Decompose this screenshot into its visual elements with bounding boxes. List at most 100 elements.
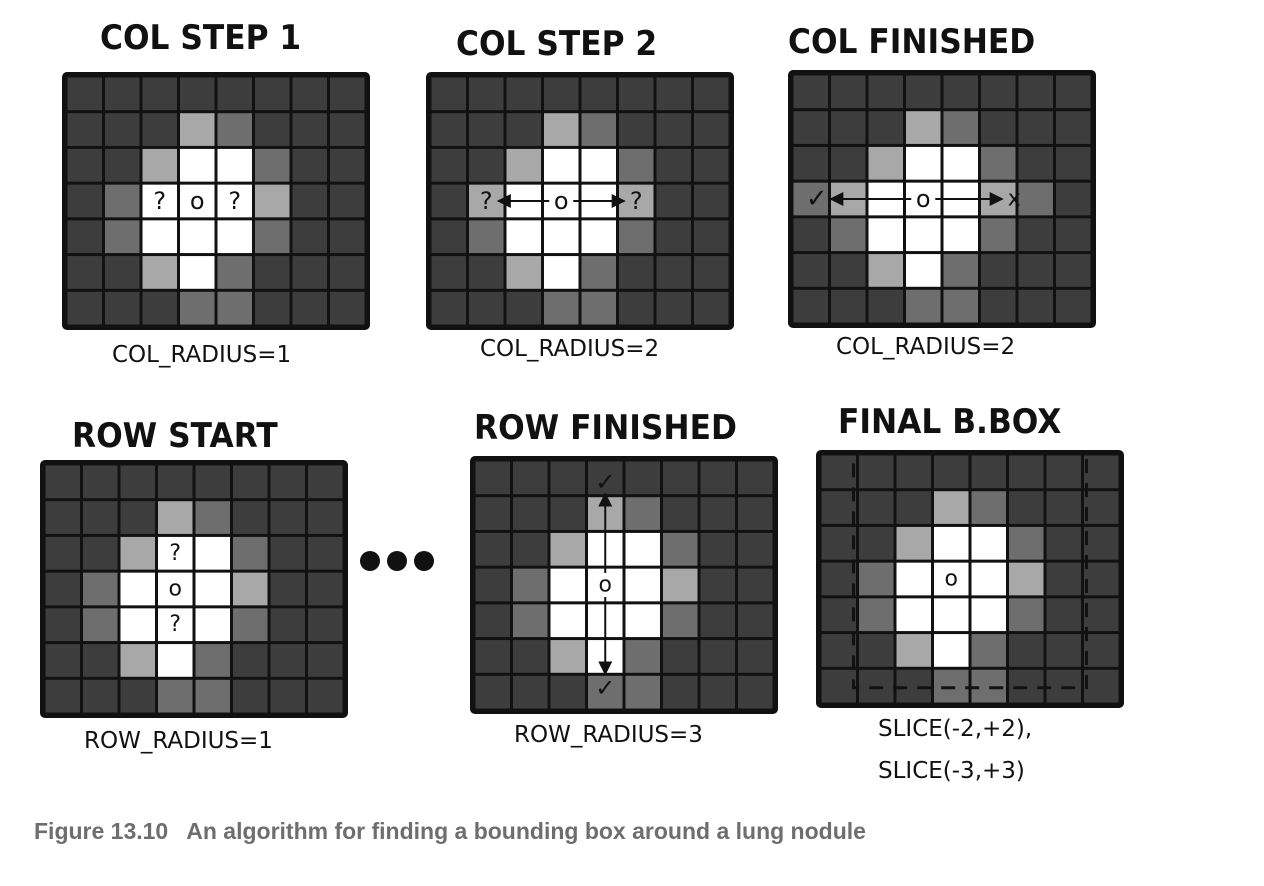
grid-cell — [105, 148, 140, 182]
grid-cell — [233, 536, 268, 570]
grid-cell — [217, 256, 252, 289]
panel-title-row-start: ROW START — [72, 416, 278, 456]
panel-row-finished: ✓o✓ — [470, 456, 778, 714]
grid-cell — [1056, 218, 1091, 252]
grid-cell — [180, 148, 215, 182]
grid-cell — [195, 572, 230, 606]
grid-cell — [506, 220, 541, 254]
grid-cell — [1009, 634, 1044, 667]
center-marker: o — [916, 185, 931, 213]
grid-cell — [1009, 455, 1044, 489]
grid-cell — [934, 562, 969, 596]
grid-cell — [868, 289, 903, 323]
grid-cell — [308, 679, 343, 713]
grid-cell — [195, 644, 230, 677]
grid-cell — [217, 77, 252, 111]
grid-cell — [180, 184, 215, 218]
grid-cell — [475, 640, 510, 673]
panel-title-col-step-2: COL STEP 2 — [456, 24, 658, 64]
grid-cell — [625, 675, 660, 709]
grid-cell — [120, 536, 155, 570]
grid-cell — [475, 497, 510, 530]
grid-cell — [550, 604, 585, 638]
grid-cell — [1056, 146, 1091, 180]
grid-cell — [270, 608, 305, 642]
grid-cell — [1009, 526, 1044, 560]
grid-cell — [700, 461, 735, 495]
panel-subtitle-final-line1: SLICE(-2,+2), — [878, 716, 1033, 742]
grid-cell — [544, 148, 579, 182]
panel-title-row-finished: ROW FINISHED — [474, 408, 737, 448]
grid-cell — [859, 455, 894, 489]
grid-cell — [105, 184, 140, 218]
grid-cell — [934, 598, 969, 632]
grid-cell — [292, 256, 327, 289]
grid-cell — [270, 679, 305, 713]
grid-cell — [544, 113, 579, 146]
grid-cell — [67, 256, 102, 289]
grid-cell — [694, 113, 729, 146]
panel-subtitle-row-start: ROW_RADIUS=1 — [84, 728, 273, 754]
grid-cell — [656, 113, 691, 146]
grid-cell — [1084, 491, 1119, 524]
grid-cell — [868, 254, 903, 287]
grid-cell — [1009, 562, 1044, 596]
grid-cell — [700, 640, 735, 673]
grid-cell — [1084, 634, 1119, 667]
grid-cell — [142, 184, 177, 218]
grid-cell — [513, 497, 548, 530]
grid-cell — [513, 568, 548, 602]
grid-cell — [233, 679, 268, 713]
grid-cell — [270, 536, 305, 570]
grid-cell — [330, 256, 365, 289]
grid-cell — [292, 77, 327, 111]
grid-cell — [195, 536, 230, 570]
grid-cell — [475, 604, 510, 638]
grid-cell — [45, 608, 80, 642]
grid-cell — [793, 146, 828, 180]
grid-cell — [934, 634, 969, 667]
center-marker: o — [190, 187, 205, 215]
grid-cell — [45, 644, 80, 677]
grid-cell — [544, 77, 579, 111]
grid-cell — [971, 562, 1006, 596]
grid-cell — [513, 640, 548, 673]
grid-cell — [233, 465, 268, 499]
grid-cell — [45, 679, 80, 713]
grid-cell — [896, 526, 931, 560]
grid-cell — [233, 644, 268, 677]
grid-cell — [180, 77, 215, 111]
grid-cell — [1084, 669, 1119, 703]
grid-cell — [180, 291, 215, 325]
grid-cell — [656, 256, 691, 289]
grid-cell — [906, 289, 941, 323]
grid-cell — [588, 675, 623, 709]
grid-cell — [217, 291, 252, 325]
grid-cell — [330, 220, 365, 254]
grid-cell — [831, 146, 866, 180]
center-marker: o — [599, 573, 612, 598]
grid-cell — [142, 220, 177, 254]
grid-cell — [896, 634, 931, 667]
grid-cell — [981, 146, 1016, 180]
grid-cell — [544, 220, 579, 254]
grid-cell — [656, 220, 691, 254]
grid-cell — [255, 77, 290, 111]
grid-cell — [981, 254, 1016, 287]
grid-cell — [105, 256, 140, 289]
grid-cell — [142, 256, 177, 289]
grid-cell — [142, 113, 177, 146]
grid-cell — [619, 256, 654, 289]
grid-cell — [142, 291, 177, 325]
grid-cell — [513, 675, 548, 709]
grid-cell — [431, 113, 466, 146]
question-mark: ? — [228, 187, 241, 215]
grid-cell — [663, 640, 698, 673]
grid-cell — [67, 77, 102, 111]
grid-cell — [550, 497, 585, 530]
grid-cell — [981, 111, 1016, 144]
grid-cell — [793, 182, 828, 216]
grid-cell — [1009, 669, 1044, 703]
grid-cell — [625, 568, 660, 602]
grid-cell — [934, 526, 969, 560]
